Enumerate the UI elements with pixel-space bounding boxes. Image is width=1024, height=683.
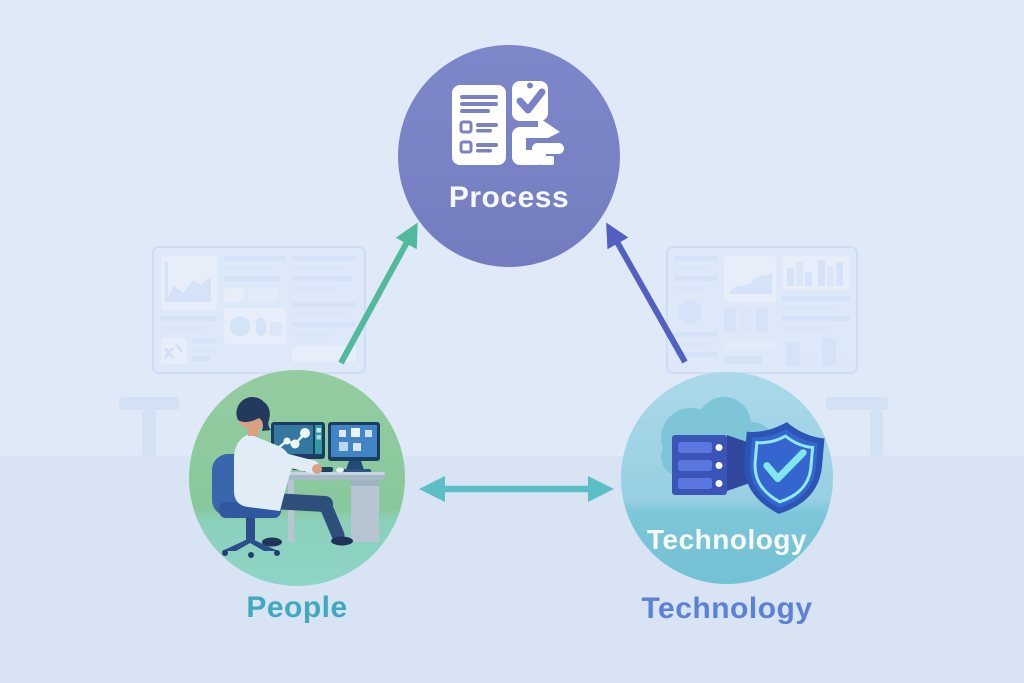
faded-desk-left-leg [142,410,156,457]
node-process-circle: Process [398,45,620,267]
faded-dashboard-screen-right [666,246,858,374]
faded-desk-left-top [119,397,179,410]
checklist-document-icon [452,85,506,165]
faded-desk-right-top [826,397,888,410]
arrow-technology-to-process [606,222,688,364]
process-label: Process [448,181,570,214]
technology-caption: Technology [641,592,813,625]
workflow-stamp-arrow-icon [512,117,564,165]
person-at-workstation-illustration [212,397,385,558]
node-people-circle [189,370,405,586]
checkmark-card-icon [512,81,548,121]
server-icon [672,435,760,495]
checklist-approval-workflow-icon [398,81,620,171]
people-caption: People [246,591,348,624]
technology-inner-label: Technology [646,524,808,555]
faded-dashboard-screen-left [152,246,366,374]
faded-desk-right-leg [870,410,883,457]
shield-check-icon [744,422,825,514]
arrow-people-to-process [338,222,418,365]
dual-monitors-icon [271,422,380,474]
person-icon [234,397,353,547]
cloud-server-shield-icon [661,397,825,514]
node-technology-circle: Technology [621,372,833,584]
